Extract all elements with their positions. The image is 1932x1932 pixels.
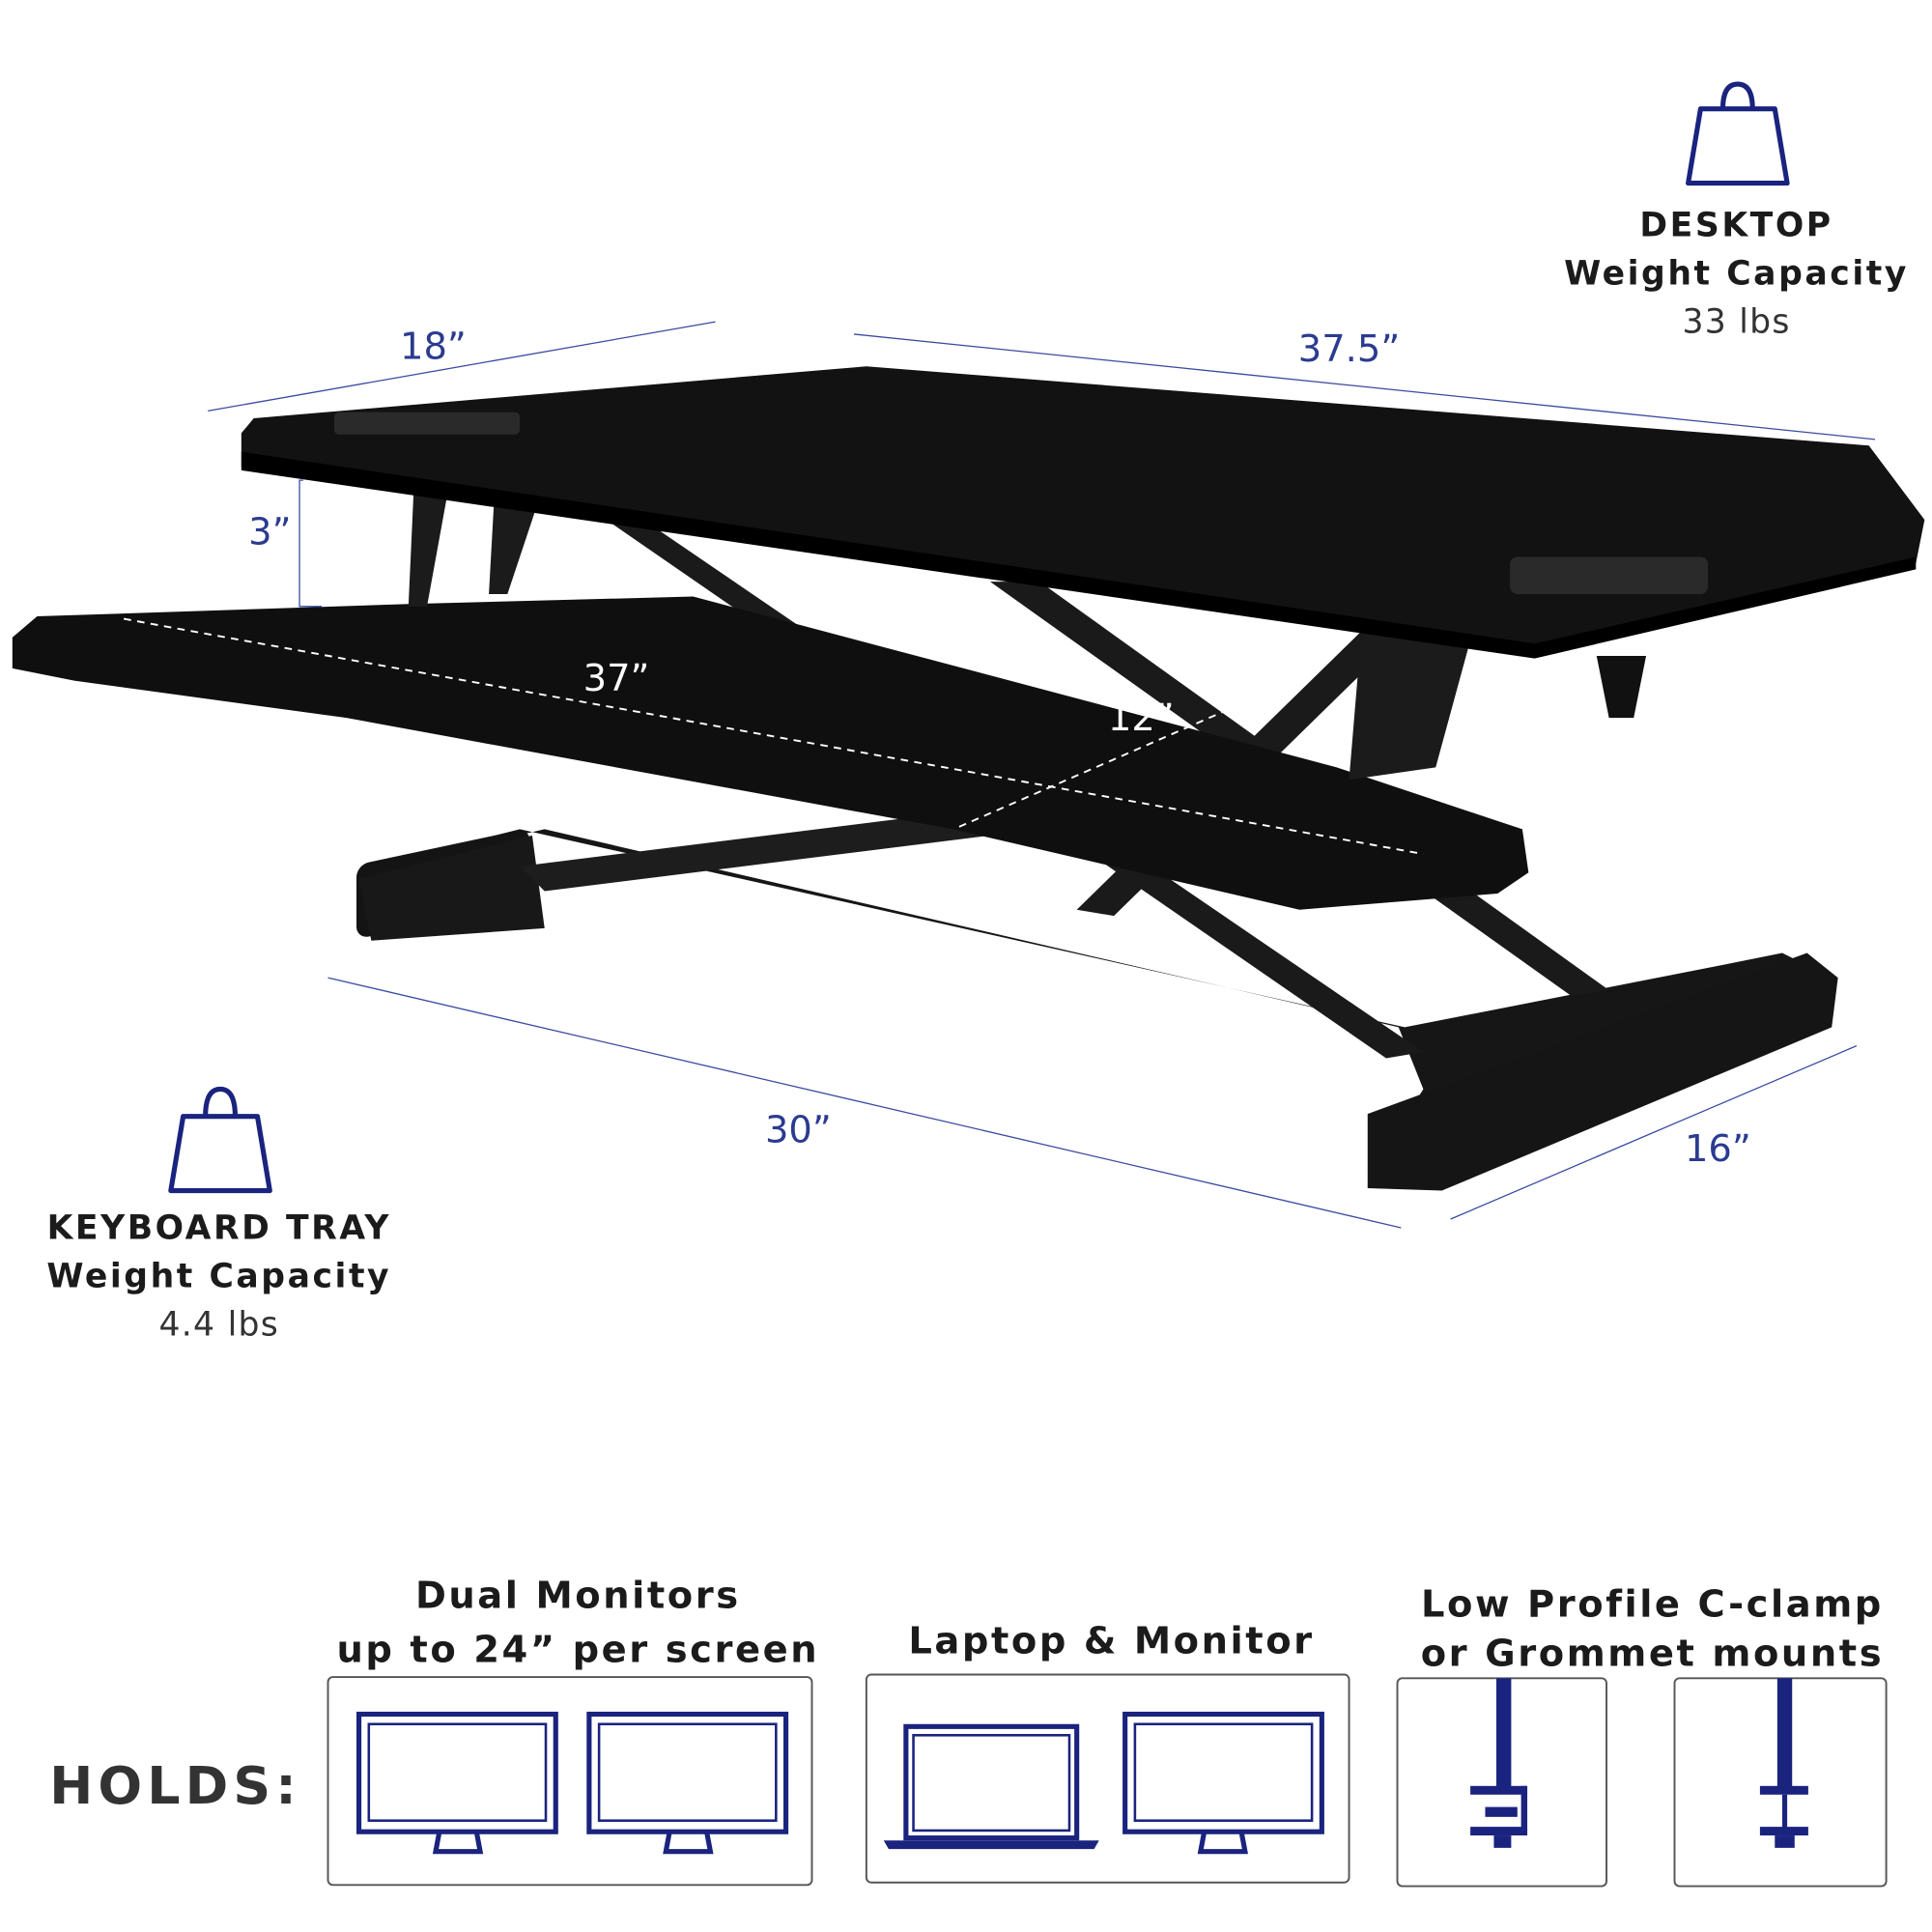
dim-base-depth: 16” bbox=[1685, 1127, 1751, 1171]
dimension-line bbox=[327, 977, 1402, 1229]
holds-clamp-grommet: Low Profile C-clamp or Grommet mounts bbox=[1396, 1582, 1888, 1888]
holds-item-title: Dual Monitors bbox=[415, 1574, 741, 1617]
holds-item-title: Laptop & Monitor bbox=[908, 1620, 1314, 1663]
dim-desktop-width: 37.5” bbox=[1298, 327, 1400, 371]
weight-icon bbox=[1686, 81, 1790, 186]
dim-base-width: 30” bbox=[765, 1109, 832, 1152]
holds-item-title: Low Profile C-clamp bbox=[1421, 1582, 1884, 1626]
weight-icon bbox=[168, 1086, 272, 1194]
keyboard-capacity: KEYBOARD TRAY Weight Capacity 4.4 lbs bbox=[46, 1086, 391, 1344]
dimension-line bbox=[853, 333, 1876, 440]
holds-item-box bbox=[327, 1676, 813, 1887]
dim-tray-depth: 12” bbox=[1108, 696, 1175, 740]
desktop-capacity-subtitle: Weight Capacity bbox=[1564, 255, 1909, 294]
keyboard-capacity-title: KEYBOARD TRAY bbox=[47, 1209, 391, 1248]
grommet-icon bbox=[1759, 1678, 1808, 1848]
dimension-line bbox=[298, 479, 323, 608]
dual-monitor-icon bbox=[355, 1711, 789, 1855]
dimension-line bbox=[208, 321, 716, 412]
laptop-monitor-icon bbox=[883, 1711, 1324, 1855]
dim-desktop-depth: 18” bbox=[400, 326, 467, 369]
desktop-capacity: DESKTOP Weight Capacity 33 lbs bbox=[1564, 81, 1909, 342]
dim-tray-width: 37” bbox=[583, 657, 650, 700]
holds-dual-monitors: Dual Monitors up to 24” per screen bbox=[327, 1574, 819, 1887]
holds-item-subtitle: up to 24” per screen bbox=[336, 1629, 819, 1672]
holds-item-box bbox=[865, 1673, 1350, 1884]
holds-laptop-monitor: Laptop & Monitor bbox=[865, 1620, 1350, 1884]
holds-label: HOLDS: bbox=[49, 1755, 301, 1816]
holds-item-subtitle: or Grommet mounts bbox=[1421, 1633, 1884, 1676]
dim-tray-gap: 3” bbox=[248, 511, 291, 554]
desktop-capacity-title: DESKTOP bbox=[1639, 207, 1833, 245]
keyboard-capacity-value: 4.4 lbs bbox=[159, 1305, 280, 1344]
standing-desk-converter-image bbox=[12, 366, 1925, 1191]
desktop-capacity-value: 33 lbs bbox=[1682, 303, 1790, 342]
dimension-line bbox=[1450, 1045, 1858, 1220]
keyboard-capacity-subtitle: Weight Capacity bbox=[46, 1257, 391, 1295]
c-clamp-icon bbox=[1470, 1678, 1528, 1848]
